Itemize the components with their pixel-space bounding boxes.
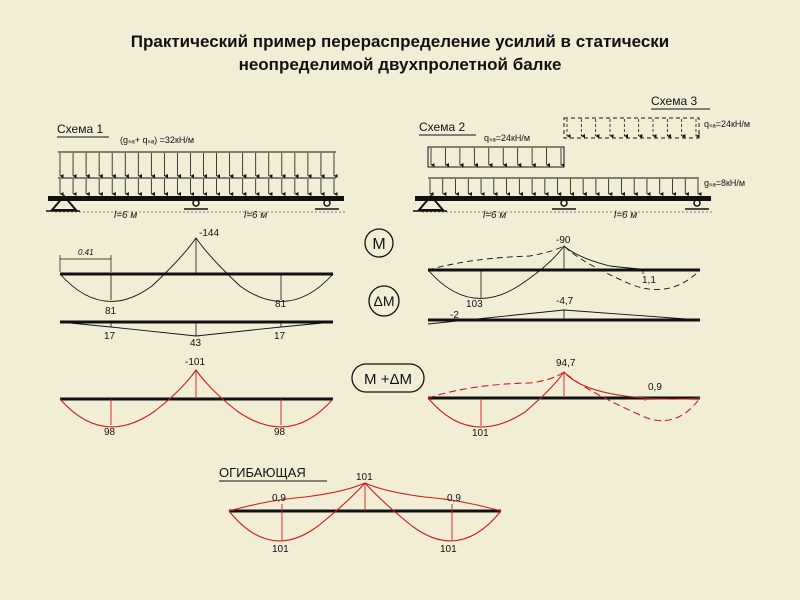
scheme1-label: Схема 1 <box>57 122 103 136</box>
scheme2-sum-support-label: 94,7 <box>556 358 576 369</box>
scheme1-sum-diagram: -101 98 98 <box>59 357 334 438</box>
scheme23-g-load-arrows <box>429 179 702 196</box>
scheme23-beam <box>415 196 711 201</box>
scheme1-sum-right-label: 98 <box>274 427 286 438</box>
scheme2-span1-label: l=6 м <box>483 210 506 221</box>
scheme1-moment-diagram: 0.41 -144 81 81 <box>59 228 334 317</box>
scheme2-delta-m-diagram: -4,7 -2 <box>427 296 701 325</box>
scheme1-dm-polyline <box>59 321 334 337</box>
badge-m-plus-dm-text: М +ΔМ <box>364 371 412 388</box>
scheme1-m-curve <box>59 237 334 302</box>
title-line-2: неопределимой двухпролетной балке <box>238 55 562 74</box>
scheme1-m-support-label: -144 <box>199 228 219 239</box>
scheme23-pinned-support-left <box>416 194 446 211</box>
scheme2-sum-span-left-label: 101 <box>472 428 489 439</box>
title-line-1: Практический пример перераспределение ус… <box>130 32 670 51</box>
scheme2-sum-diagram: 94,7 101 0,9 <box>427 358 701 439</box>
scheme3-q-load-arrows <box>566 119 700 138</box>
scheme1-m-span-right-label: 81 <box>275 299 287 310</box>
scheme1-delta-m-diagram: 17 43 17 <box>59 320 334 349</box>
envelope-left-bottom-label: 101 <box>272 544 289 555</box>
scheme3-label: Схема 3 <box>651 94 697 108</box>
scheme1-dm-mid-label: 43 <box>190 338 202 349</box>
page-title: Практический пример перераспределение ус… <box>0 30 800 76</box>
scheme2-load-q-label: qₛₐ=24кН/м <box>484 133 530 143</box>
scheme1-sum-left-label: 98 <box>104 427 116 438</box>
scheme1-dm-left-label: 17 <box>104 331 116 342</box>
scheme1-distributed-load-lower <box>59 179 338 196</box>
scheme1-sum-support-label: -101 <box>185 357 205 368</box>
envelope-left-top-label: 0,9 <box>272 493 286 504</box>
badge-m-plus-dm: М +ΔМ <box>351 363 425 393</box>
envelope-diagram: ОГИБАЮЩАЯ 101 0,9 0,9 101 101 <box>219 465 502 555</box>
scheme2-m-span-left-label: 103 <box>466 299 483 310</box>
scheme1-distributed-load-upper <box>59 153 338 178</box>
scheme2-dm-left-label: -2 <box>450 310 459 321</box>
scheme2-q-load-box <box>427 146 565 168</box>
scheme3-q-load-box <box>563 117 700 139</box>
scheme2-dm-support-label: -4,7 <box>556 296 574 307</box>
scheme1-beam <box>48 196 344 201</box>
scheme1-roller-support-right <box>315 199 339 210</box>
scheme1-dm-right-label: 17 <box>274 331 286 342</box>
scheme1-beam-group: Схема 1 (gₛₐ+ qₛₐ) =32кН/м l=6 м l=6 м <box>46 122 345 221</box>
scheme3-sum-curve-dashed <box>427 371 701 422</box>
scheme1-roller-support-mid <box>184 199 208 210</box>
scheme23-beam-group: Схема 2 qₛₐ=24кН/м Схема 3 qₛₐ=24кН/м gₛ… <box>413 94 750 221</box>
scheme1-m-span-left-label: 81 <box>105 306 117 317</box>
badge-dm-text: ΔМ <box>373 293 394 309</box>
scheme3-load-q-label: qₛₐ=24кН/м <box>704 119 750 129</box>
scheme2-moment-diagram: -90 103 1,1 <box>427 235 701 310</box>
envelope-right-top-label: 0,9 <box>447 493 461 504</box>
scheme1-span2-label: l=6 м <box>244 210 267 221</box>
envelope-support-label: 101 <box>356 472 373 483</box>
scheme2-sum-right-label: 0,9 <box>648 382 662 393</box>
scheme2-q-load-arrows <box>430 148 565 167</box>
scheme1-load-label: (gₛₐ+ qₛₐ) =32кН/м <box>120 135 194 145</box>
scheme1-dim-041-label: 0.41 <box>78 248 94 257</box>
scheme1-pinned-support-left <box>49 194 79 211</box>
scheme1-span1-label: l=6 м <box>114 210 137 221</box>
scheme23-roller-support-right <box>685 199 709 210</box>
badge-m: М <box>364 228 394 258</box>
scheme23-roller-support-mid <box>552 199 576 210</box>
scheme2-label: Схема 2 <box>419 120 465 134</box>
envelope-label: ОГИБАЮЩАЯ <box>219 465 306 480</box>
scheme2-m-right-label: 1,1 <box>642 275 656 286</box>
badge-m-text: М <box>372 236 385 253</box>
envelope-right-bottom-label: 101 <box>440 544 457 555</box>
scheme3-load-g-label: gₛₐ=8кН/м <box>704 178 745 188</box>
scheme2-span2-label: l=6 м <box>614 210 637 221</box>
badge-dm: ΔМ <box>368 285 400 317</box>
scheme2-m-support-label: -90 <box>556 235 571 246</box>
